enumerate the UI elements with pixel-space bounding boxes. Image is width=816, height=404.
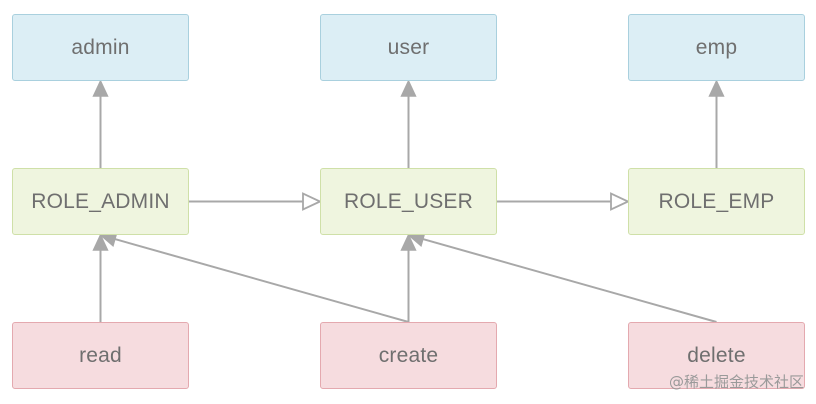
node-role-emp: ROLE_EMP [628,168,805,235]
node-emp: emp [628,14,805,81]
watermark: @稀土掘金技术社区 [668,373,804,391]
arrowhead-create-to-role_user [400,233,417,251]
node-delete: delete [628,322,805,389]
node-label: ROLE_EMP [658,189,775,213]
node-create: create [320,322,497,389]
node-role-admin: ROLE_ADMIN [12,168,189,235]
arrowhead-role_admin-to-role_user [302,192,323,211]
node-admin: admin [12,14,189,81]
node-label: create [378,343,439,367]
node-read: read [12,322,189,389]
node-label: ROLE_USER [343,189,473,213]
node-label: read [79,343,122,367]
arrowhead-role_user-to-role_emp [610,192,631,211]
node-label: ROLE_ADMIN [31,189,170,213]
node-role-user: ROLE_USER [320,168,497,235]
edge-delete-to-role_user [422,238,717,323]
edge-create-to-role_admin [114,238,409,323]
node-label: emp [695,35,738,59]
node-label: delete [687,343,746,367]
arrowhead-role_user-to-user [400,79,417,97]
node-label: admin [71,35,130,59]
arrowhead-role_emp-to-emp [708,79,725,97]
arrowhead-role_admin-to-admin [92,79,109,97]
arrowhead-read-to-role_admin [92,233,109,251]
node-label: user [387,35,430,59]
node-user: user [320,14,497,81]
